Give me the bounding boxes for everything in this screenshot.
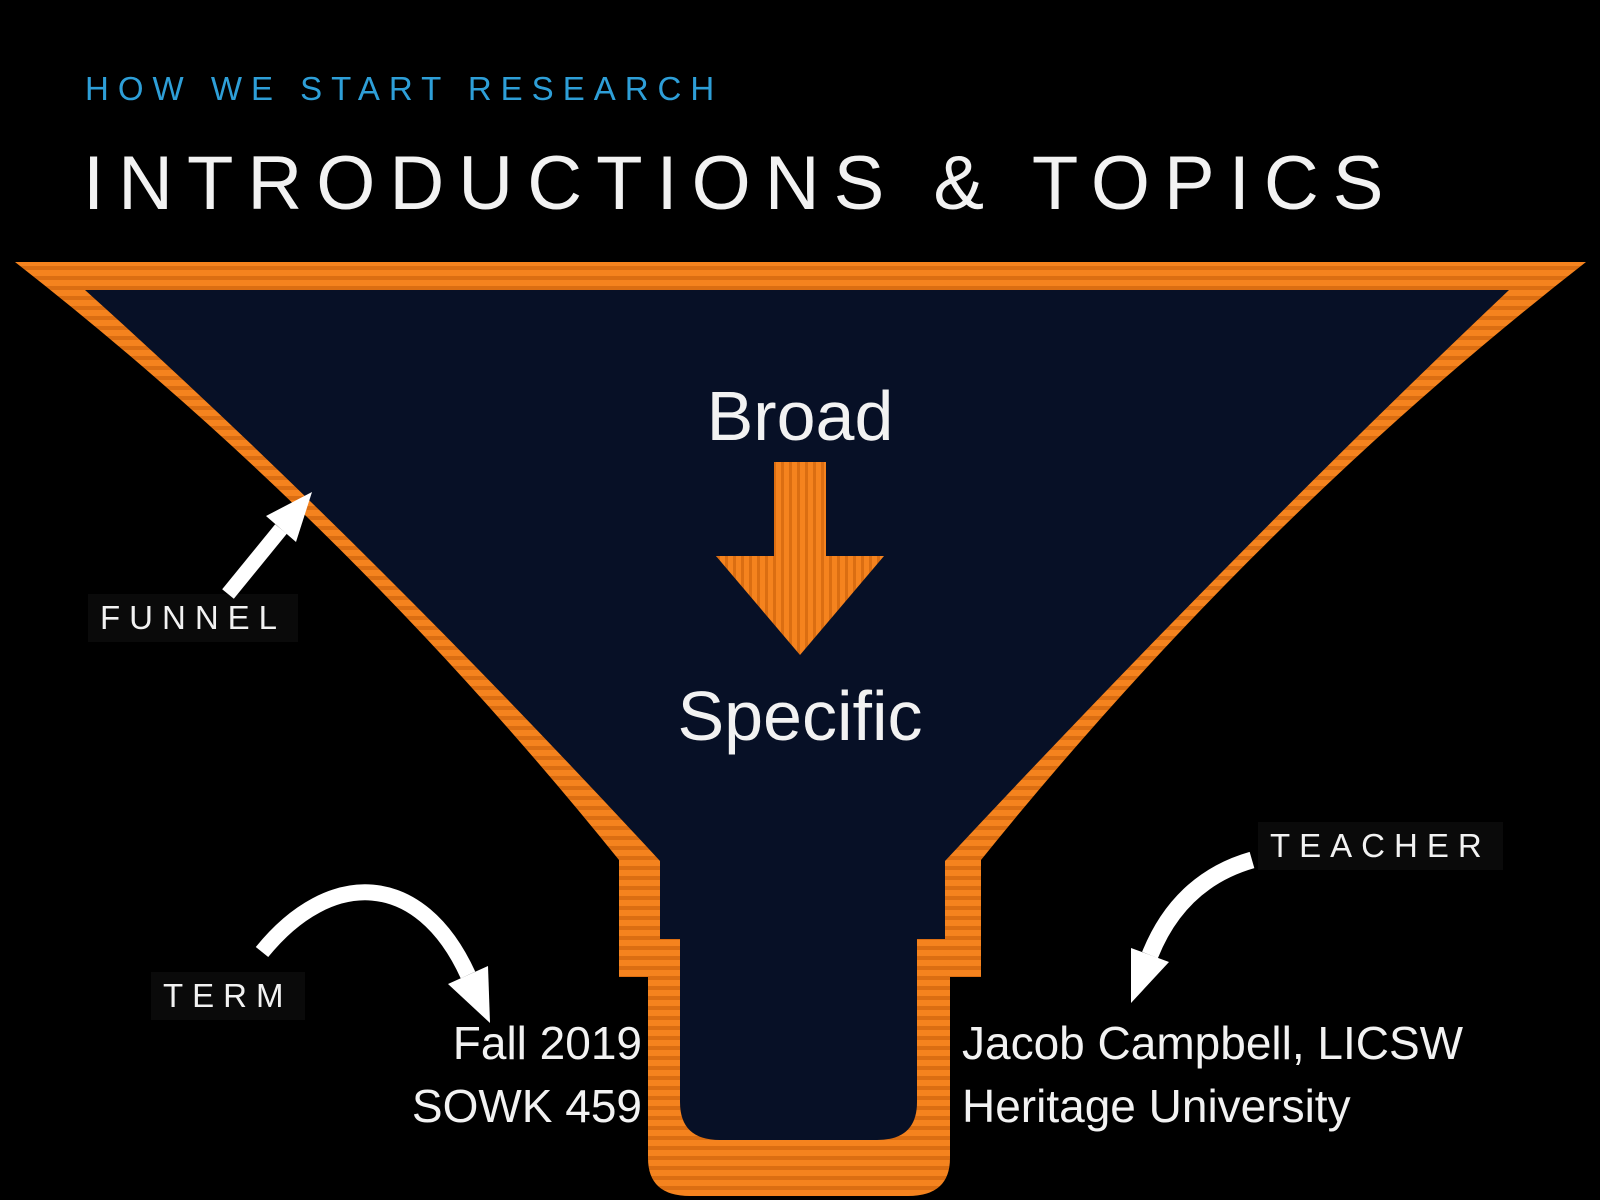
teacher-label: TEACHER xyxy=(1258,822,1503,870)
specific-label: Specific xyxy=(677,677,923,755)
funnel-interior xyxy=(85,290,1509,1140)
kicker-text: HOW WE START RESEARCH xyxy=(85,70,724,107)
page-title: INTRODUCTIONS & TOPICS xyxy=(83,141,1398,226)
term-pointer-arrow-icon xyxy=(255,884,490,1023)
teacher-info: Jacob Campbell, LICSW Heritage Universit… xyxy=(962,1012,1463,1138)
funnel-label: FUNNEL xyxy=(88,594,299,642)
teacher-pointer-arrow-icon xyxy=(1131,851,1255,1003)
teacher-line-1: Jacob Campbell, LICSW xyxy=(962,1017,1464,1069)
broad-to-specific-arrow-icon xyxy=(716,462,884,655)
term-label: TERM xyxy=(151,972,305,1020)
term-info: Fall 2019 SOWK 459 xyxy=(412,1012,642,1138)
term-line-2: SOWK 459 xyxy=(411,1080,642,1132)
funnel-pointer-arrow-icon xyxy=(222,492,312,599)
term-line-1: Fall 2019 xyxy=(452,1017,642,1069)
teacher-line-2: Heritage University xyxy=(962,1080,1351,1132)
broad-label: Broad xyxy=(706,377,894,455)
